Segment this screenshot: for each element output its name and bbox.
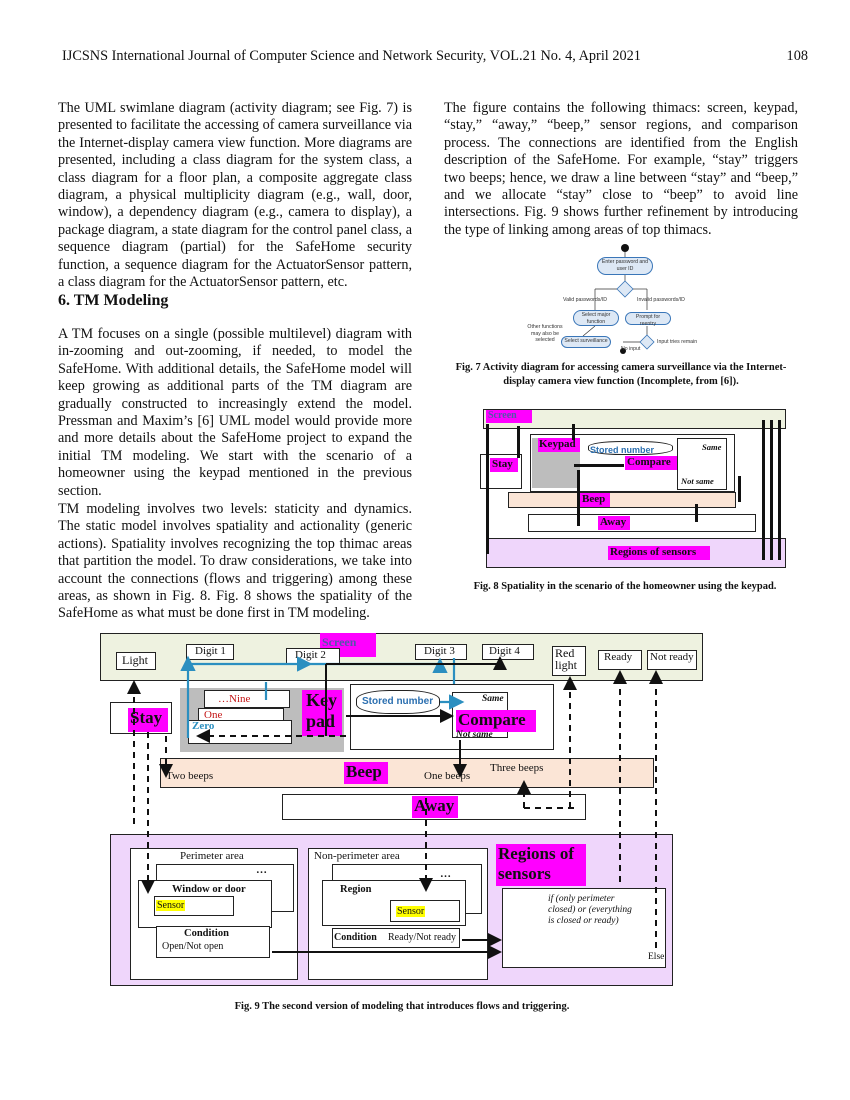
fig8-away-box [528, 514, 756, 532]
fig8-beep-area [508, 492, 736, 508]
fig8-link-keypad-away [577, 470, 580, 526]
fig7-select-surveillance-node: Select surveillance [561, 336, 611, 348]
fig8-keypad-label: Keypad [538, 438, 580, 452]
fig8-link-away-beep [695, 504, 698, 522]
fig7-no-input-label: No input [621, 346, 641, 352]
fig9-stored-number-label: Stored number [362, 696, 434, 707]
fig9-beep-label: Beep [344, 762, 388, 784]
fig9-ready-not-ready-label: Ready/Not ready [388, 932, 457, 943]
page-number: 108 [786, 48, 808, 64]
fig9-digit3-box: Digit 3 [415, 644, 467, 660]
fig8-link-screen-regions-3 [778, 420, 781, 560]
fig9-light-box: Light [116, 652, 156, 670]
fig7-activity-diagram: Enter password and user ID Valid passwor… [525, 240, 725, 358]
fig8-stay-label: Stay [490, 458, 518, 472]
fig9-perimeter-label: Perimeter area [180, 850, 244, 862]
left-paragraph-2: A TM focuses on a single (possible multi… [58, 326, 412, 499]
fig8-screen-area [483, 409, 786, 429]
fig9-nine-label: …Nine [218, 693, 251, 705]
fig9-sensor2-label: Sensor [396, 906, 426, 917]
running-header: IJCSNS International Journal of Computer… [62, 48, 808, 65]
fig9-not-same-label: Not same [456, 730, 493, 740]
fig9-keypad-label: Key pad [302, 690, 342, 736]
fig9-flows-diagram: Screen Light Digit 1 Digit 2 Digit 3 Dig… [100, 628, 704, 990]
fig9-window-door-label: Window or door [172, 884, 246, 895]
fig8-link-screen-regions-1 [762, 420, 765, 560]
left-paragraph-3: TM modeling involves two levels: statici… [58, 501, 412, 622]
fig9-two-beeps-label: Two beeps [166, 770, 214, 782]
fig8-caption: Fig. 8 Spatiality in the scenario of the… [473, 581, 777, 592]
fig9-if-text: if (only perimeter closed) or (everythin… [548, 894, 632, 926]
fig7-caption: Fig. 7 Activity diagram for accessing ca… [455, 362, 787, 387]
fig9-digit1-box: Digit 1 [186, 644, 234, 660]
fig9-condition2-label: Condition [334, 932, 377, 943]
fig9-compare-label: Compare [456, 710, 536, 732]
fig7-prompt-node: Prompt for reentry [625, 312, 671, 327]
fig7-select-major-node: Select major function [573, 310, 619, 326]
fig9-three-beeps-label: Three beeps [490, 762, 544, 774]
fig7-invalid-label: Invalid passwords/ID [637, 297, 685, 303]
fig9-open-not-open-label: Open/Not open [162, 941, 224, 952]
fig8-link-keypad-compare [574, 464, 624, 467]
fig8-screen-label: Screen [486, 410, 532, 423]
fig9-region-label: Region [340, 884, 372, 895]
fig7-other-functions-note: Other functions may also be selected [527, 324, 563, 343]
fig9-ellipsis-nonperimeter: … [440, 868, 451, 880]
fig9-away-label: Away [412, 796, 458, 818]
fig8-regions-label: Regions of sensors [608, 546, 710, 560]
fig8-beep-label: Beep [580, 493, 610, 507]
fig9-condition-check-box [502, 888, 666, 968]
fig7-enter-password-node: Enter password and user ID [597, 257, 653, 275]
fig7-valid-label: Valid passwords/ID [563, 297, 608, 303]
right-paragraph-1: The figure contains the following thimac… [444, 100, 798, 238]
fig9-stored-number-cylinder [356, 690, 440, 714]
fig9-non-perimeter-label: Non-perimeter area [314, 850, 400, 862]
fig8-spatiality-diagram: Screen Keypad Stay Stored number Compare… [480, 406, 790, 572]
fig8-away-label: Away [598, 516, 630, 530]
fig9-regions-label: Regions of sensors [496, 844, 586, 886]
fig8-not-same-label: Not same [681, 476, 714, 486]
fig9-one-label: One [204, 709, 223, 721]
fig9-caption: Fig. 9 The second version of modeling th… [234, 1001, 570, 1012]
fig8-stored-number-cylinder [588, 441, 673, 455]
fig9-stay-label: Stay [128, 708, 168, 732]
fig8-same-label: Same [702, 442, 722, 452]
fig9-condition1-box [156, 926, 270, 958]
fig7-connectors [582, 244, 655, 354]
fig8-compare-label: Compare [625, 456, 677, 470]
fig8-link-screen-regions-2 [770, 420, 773, 560]
fig8-stored-number-label: Stored number [590, 445, 655, 455]
fig8-link-keypad-screen [572, 424, 575, 440]
fig9-ellipsis-perimeter: … [256, 864, 267, 876]
journal-title: IJCSNS International Journal of Computer… [62, 48, 641, 64]
fig9-else-label: Else [648, 952, 665, 962]
fig9-red-light-box: Red light [552, 646, 586, 676]
section-heading: 6. TM Modeling [58, 292, 169, 309]
fig9-condition2-box [332, 928, 460, 948]
fig9-same-label: Same [482, 694, 504, 704]
fig8-compare-box [677, 438, 727, 490]
fig9-nine-card [204, 690, 290, 708]
fig8-link-stay-regions [486, 424, 489, 554]
fig9-condition1-label: Condition [184, 928, 229, 939]
fig9-not-ready-box: Not ready [647, 650, 697, 670]
fig8-link-stay-screen [517, 426, 520, 458]
fig9-connectors [127, 655, 663, 959]
fig9-ready-box: Ready [598, 650, 642, 670]
fig7-input-tries-label: Input tries remain [657, 339, 698, 345]
left-paragraph-1: The UML swimlane diagram (activity diagr… [58, 100, 412, 291]
fig8-link-compare-beep [738, 476, 741, 502]
fig9-sensor1-label: Sensor [156, 900, 186, 911]
